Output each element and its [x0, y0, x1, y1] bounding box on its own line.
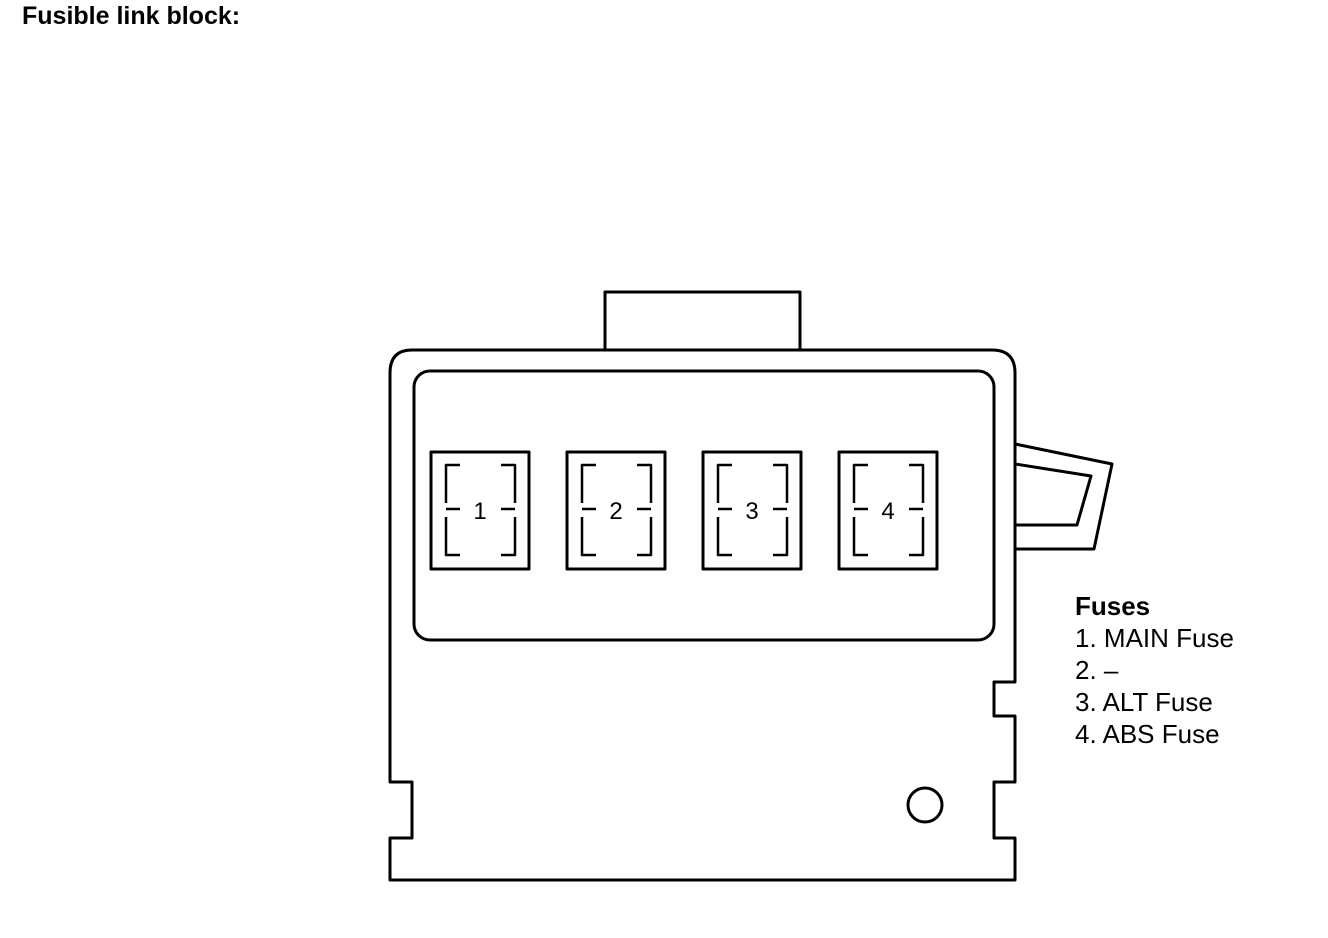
inner-panel	[412, 369, 996, 642]
legend-item: 2. –	[1075, 655, 1119, 685]
top-tab	[603, 290, 802, 350]
fuse-terminal-brackets	[580, 463, 653, 557]
fuse-slot-4: 4	[837, 450, 939, 571]
fuse-slots: 1 2 3 4	[429, 450, 939, 571]
fuse-legend: Fuses 1. MAIN Fuse 2. – 3. ALT Fuse 4. A…	[1075, 590, 1234, 750]
fuse-number-label: 2	[609, 498, 622, 525]
page-title: Fusible link block:	[22, 2, 241, 30]
legend-item: 4. ABS Fuse	[1075, 719, 1220, 749]
fuse-terminal-brackets	[716, 463, 789, 557]
fuse-number-label: 1	[473, 498, 486, 525]
fuse-slot-frame	[565, 450, 667, 571]
fuse-terminal-brackets	[852, 463, 925, 557]
fuse-slot-2: 2	[565, 450, 667, 571]
legend-item: 3. ALT Fuse	[1075, 687, 1213, 717]
legend-title: Fuses	[1075, 591, 1151, 621]
fuse-slot-frame	[837, 450, 939, 571]
fuse-terminal-brackets	[444, 463, 517, 557]
fuse-slot-frame	[429, 450, 531, 571]
side-latch-inner	[1014, 462, 1093, 527]
fuse-slot-3: 3	[701, 450, 803, 571]
mounting-hole	[906, 786, 944, 824]
fuse-number-label: 4	[881, 498, 894, 525]
block-housing	[388, 348, 1017, 882]
fuse-slot-1: 1	[429, 450, 531, 571]
legend-item: 1. MAIN Fuse	[1075, 623, 1234, 653]
fuse-slot-frame	[701, 450, 803, 571]
fuse-number-label: 3	[745, 498, 758, 525]
side-latch	[1014, 442, 1114, 551]
